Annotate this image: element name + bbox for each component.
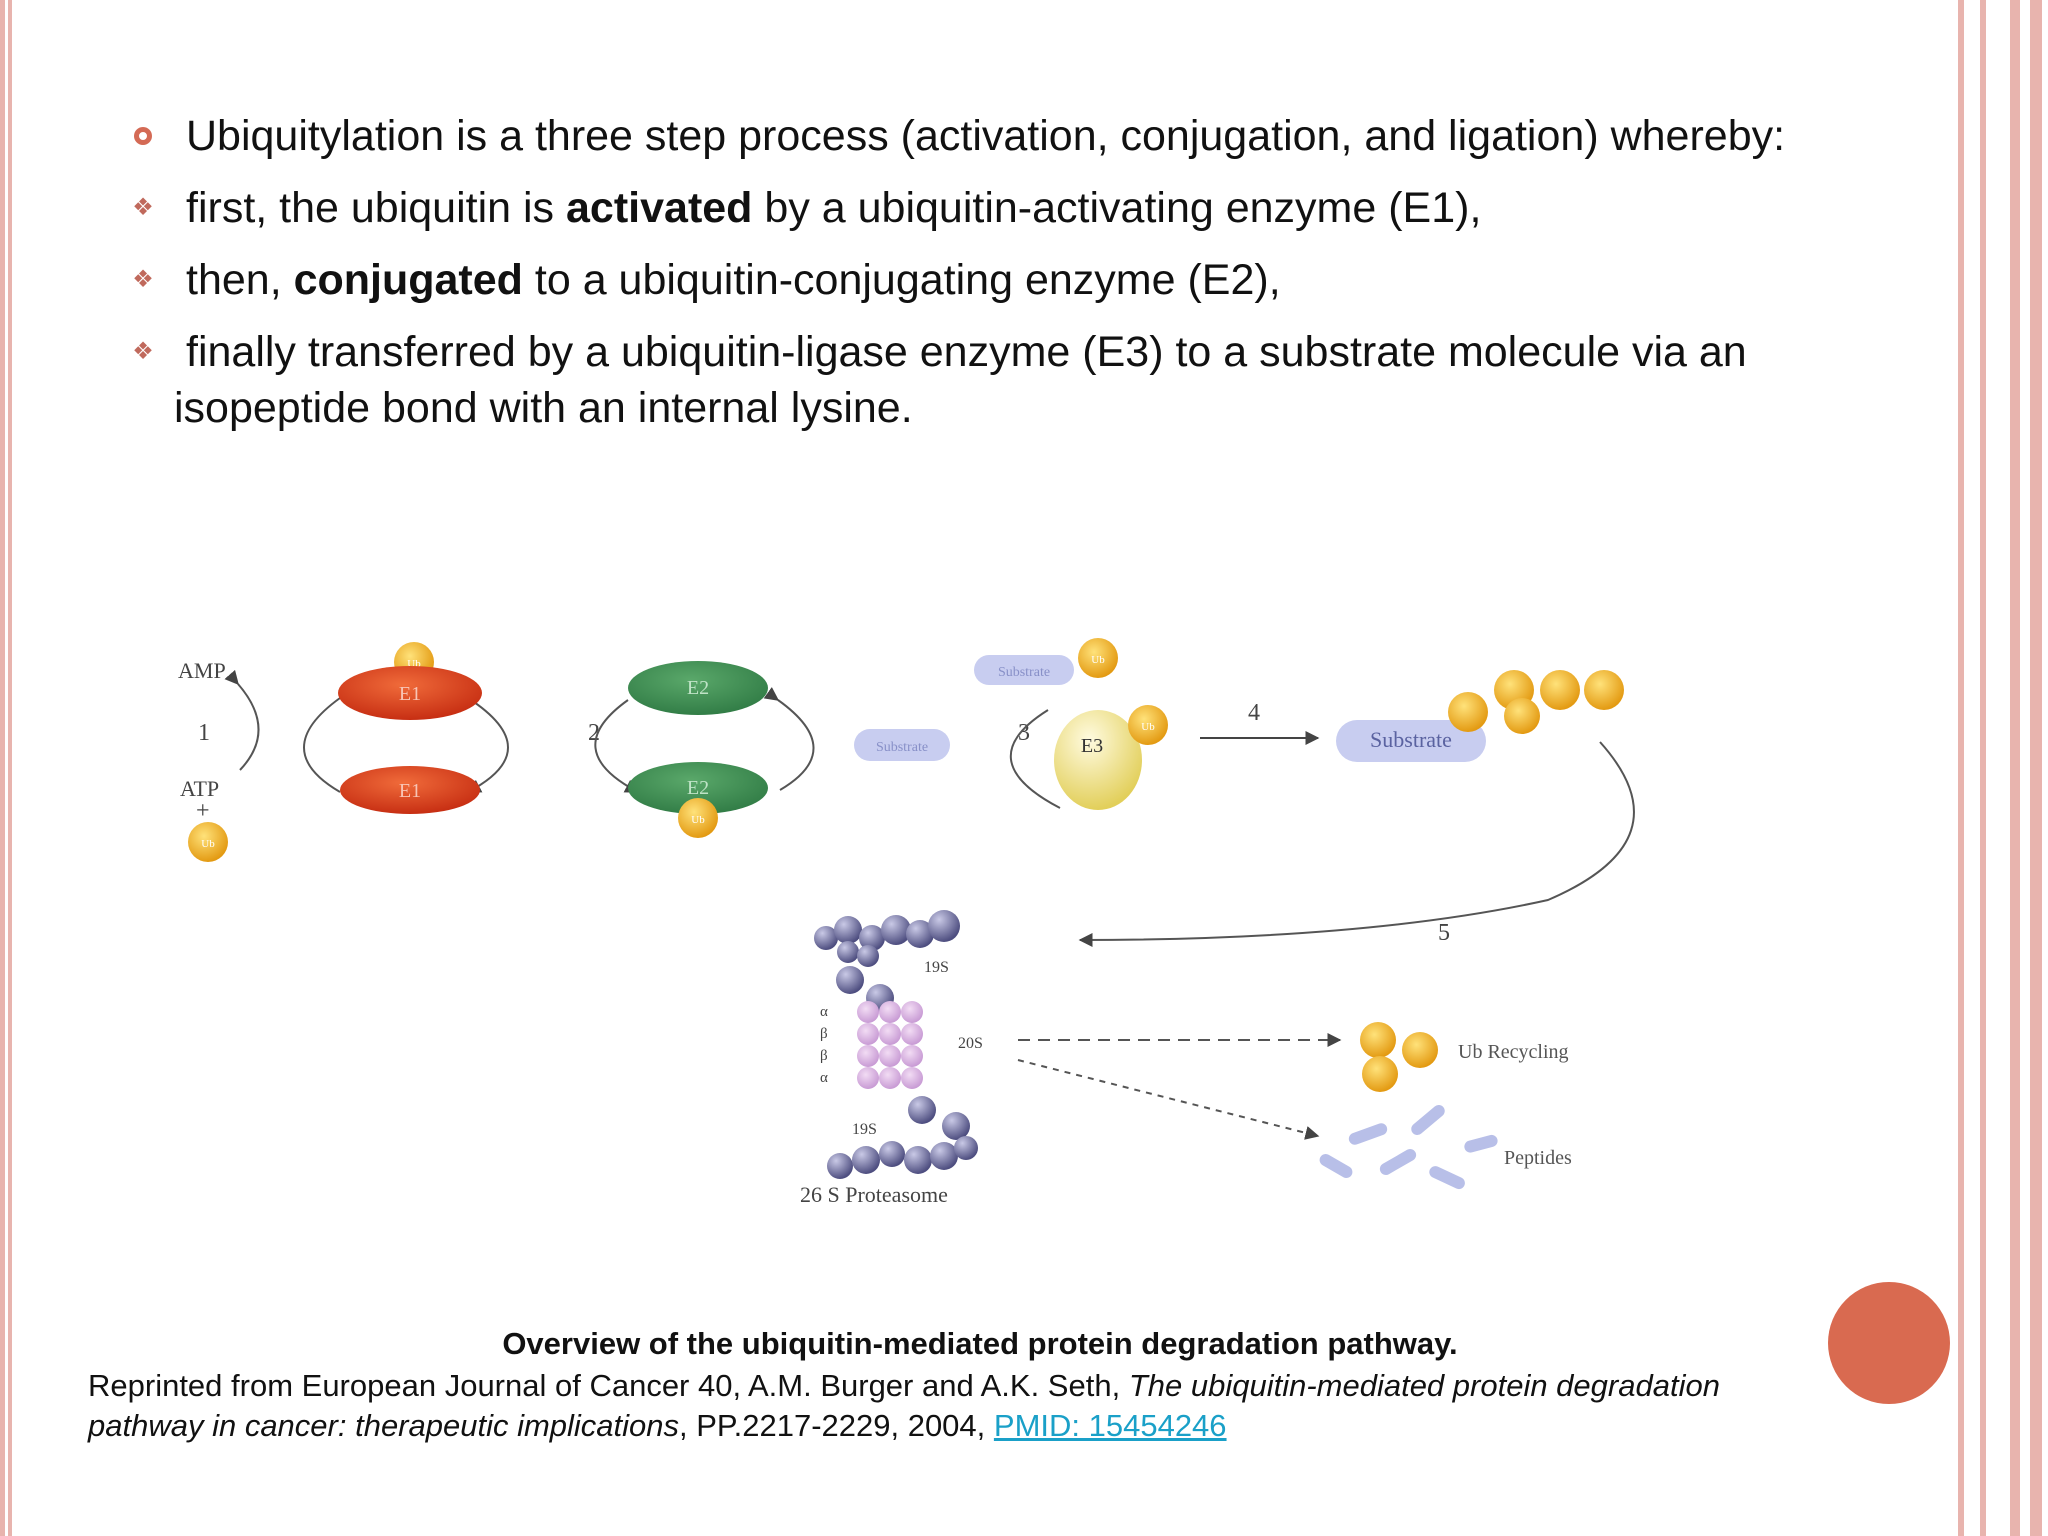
substrate-top-icon	[974, 655, 1074, 685]
svg-text:Substrate: Substrate	[1370, 727, 1452, 752]
amp-label: AMP	[178, 658, 226, 683]
citation-article-title: The ubiquitin-mediated protein degradati…	[88, 1368, 1720, 1443]
peptides-icon	[1319, 1105, 1498, 1190]
svg-text:Substrate: Substrate	[876, 740, 928, 755]
bullet-line-1: finally transferred by a ubiquitin-ligas…	[186, 328, 1747, 376]
diamond-bullet-icon: ❖	[132, 266, 154, 293]
figure-caption-title: Overview of the ubiquitin-mediated prote…	[502, 1326, 1458, 1361]
alpha-label: α	[820, 1070, 828, 1086]
svg-text:E1: E1	[399, 780, 421, 802]
peptides-label: Peptides	[1504, 1147, 1572, 1169]
ub-chain-icon	[1448, 692, 1488, 732]
substrate-mid-icon	[854, 729, 950, 761]
19s-bottom-label: 19S	[852, 1121, 877, 1138]
ub-on-e3-icon	[1128, 705, 1168, 745]
e2-bottom-icon	[628, 762, 768, 814]
bullet-bold: activated	[566, 184, 753, 232]
atp-label: ATP	[180, 776, 219, 801]
citation-pages: , PP.2217-2229, 2004,	[679, 1408, 994, 1443]
20s-label: 20S	[958, 1035, 983, 1052]
ring-bullet-icon	[128, 108, 158, 164]
bullet-text-pre: first, the ubiquitin is	[186, 184, 567, 232]
bullet-main: Ubiquitylation is a three step process (…	[128, 108, 1908, 164]
left-border	[0, 0, 16, 1536]
bullet-activated: ❖ first, the ubiquitin is activated by a…	[128, 180, 1908, 236]
ub-recycling-label: Ub Recycling	[1458, 1041, 1569, 1063]
substrate-final-icon	[1336, 720, 1486, 762]
bullet-text: Ubiquitylation is a three step process (…	[186, 112, 1786, 160]
bullet-text-post: by a ubiquitin-activating enzyme (E1),	[752, 184, 1482, 232]
proteasome-icon	[814, 910, 978, 1179]
ubiquitin-pathway-diagram: AMP 1 ATP + Ub Ub E1 E1 2 E2 E2 Ub Subst…	[168, 620, 1688, 1220]
bullet-list: Ubiquitylation is a three step process (…	[128, 108, 1908, 452]
svg-text:Ub: Ub	[1141, 721, 1155, 733]
19s-top-label: 19S	[924, 959, 949, 976]
step-4-label: 4	[1248, 700, 1260, 726]
ub-free-icon	[188, 822, 228, 862]
bullet-transferred: ❖ finally transferred by a ubiquitin-lig…	[128, 324, 1908, 436]
diamond-bullet-icon: ❖	[132, 338, 154, 365]
beta-label: β	[820, 1048, 828, 1064]
right-border	[1958, 0, 2048, 1536]
beta-label: β	[820, 1026, 828, 1042]
bullet-conjugated: ❖ then, conjugated to a ubiquitin-conjug…	[128, 252, 1908, 308]
pmid-link[interactable]: PMID: 15454246	[993, 1408, 1227, 1443]
e1-bottom-icon	[340, 766, 480, 814]
ub-on-substrate-icon	[1078, 638, 1118, 678]
svg-text:Substrate: Substrate	[998, 665, 1050, 680]
e3-icon	[1054, 710, 1142, 810]
svg-text:Ub: Ub	[1091, 654, 1105, 666]
e1-top-icon	[338, 666, 482, 720]
citation-text: Reprinted from European Journal of Cance…	[88, 1368, 1129, 1403]
svg-text:E2: E2	[687, 777, 709, 799]
ub-recycled-icon	[1360, 1022, 1396, 1058]
svg-text:Ub: Ub	[691, 814, 705, 826]
figure-citation: Reprinted from European Journal of Cance…	[88, 1366, 1728, 1446]
svg-text:E1: E1	[399, 683, 421, 705]
bullet-text-post: to a ubiquitin-conjugating enzyme (E2),	[522, 256, 1281, 304]
bullet-text-pre: then,	[186, 256, 294, 304]
step-1-label: 1	[198, 720, 210, 746]
plus-label: +	[196, 798, 210, 824]
bullet-bold: conjugated	[293, 256, 523, 304]
svg-text:Ub: Ub	[201, 838, 215, 850]
svg-text:E3: E3	[1081, 735, 1103, 757]
step-5-label: 5	[1438, 920, 1450, 946]
bullet-line-2: isopeptide bond with an internal lysine.	[174, 384, 913, 432]
alpha-label: α	[820, 1004, 828, 1020]
e2-top-icon	[628, 661, 768, 715]
decorative-circle	[1828, 1282, 1950, 1404]
proteasome-label: 26 S Proteasome	[800, 1182, 948, 1207]
step-2-label: 2	[588, 720, 600, 746]
ub-on-e2-icon	[678, 798, 718, 838]
diamond-bullet-icon: ❖	[132, 194, 154, 221]
svg-text:E2: E2	[687, 677, 709, 699]
